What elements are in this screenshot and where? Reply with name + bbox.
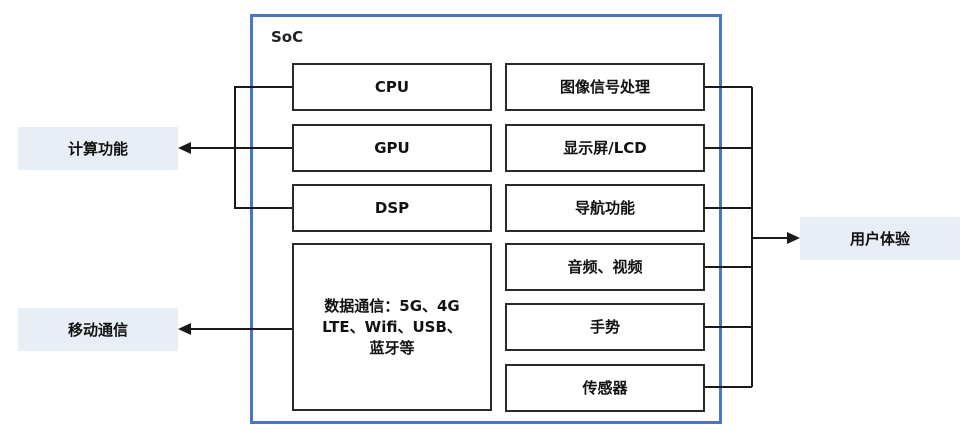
compute-function-label: 计算功能 xyxy=(67,140,128,158)
user-experience-label: 用户体验 xyxy=(849,230,910,248)
soc-container xyxy=(250,14,722,424)
audio-video-block: 音频、视频 xyxy=(505,243,705,291)
mobile-arrow-head xyxy=(178,323,191,335)
isp-block: 图像信号处理 xyxy=(505,63,705,111)
cpu-block: CPU xyxy=(292,63,492,111)
sensor-label: 传感器 xyxy=(582,378,628,397)
navigation-block: 导航功能 xyxy=(505,184,705,232)
dsp-block: DSP xyxy=(292,184,492,232)
mobile-comm-box: 移动通信 xyxy=(18,308,178,351)
data-comm-line-3: 蓝牙等 xyxy=(369,338,415,357)
ux-arrow-head xyxy=(787,232,800,244)
gesture-block: 手势 xyxy=(505,303,705,351)
compute-function-box: 计算功能 xyxy=(18,127,178,170)
compute-arrow-head xyxy=(178,142,191,154)
data-comm-line-1: 数据通信：5G、4G xyxy=(324,296,460,315)
audio-video-label: 音频、视频 xyxy=(567,257,643,276)
sensor-block: 传感器 xyxy=(505,364,705,412)
gpu-label: GPU xyxy=(374,138,410,157)
data-comm-line-2: LTE、Wifi、USB、 xyxy=(322,317,462,336)
data-comm-block: 数据通信：5G、4G LTE、Wifi、USB、 蓝牙等 xyxy=(292,243,492,411)
soc-title: SoC xyxy=(271,28,304,46)
cpu-label: CPU xyxy=(374,77,410,96)
display-label: 显示屏/LCD xyxy=(563,138,647,157)
isp-label: 图像信号处理 xyxy=(559,77,650,96)
dsp-label: DSP xyxy=(374,198,410,217)
gesture-label: 手势 xyxy=(589,317,620,336)
user-experience-box: 用户体验 xyxy=(800,217,960,260)
display-block: 显示屏/LCD xyxy=(505,124,705,172)
gpu-block: GPU xyxy=(292,124,492,172)
navigation-label: 导航功能 xyxy=(574,198,635,217)
mobile-comm-label: 移动通信 xyxy=(67,321,128,339)
